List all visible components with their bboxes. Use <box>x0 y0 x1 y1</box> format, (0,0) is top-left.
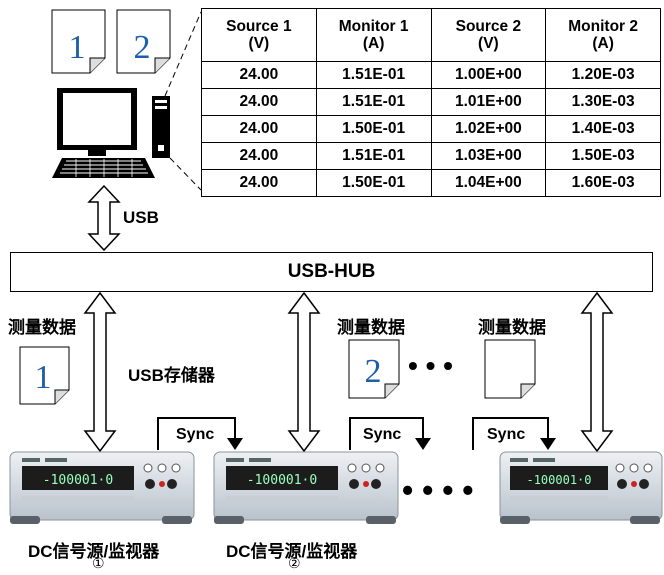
measurement-table: Source 1(V) Monitor 1(A) Source 2(V) Mon… <box>201 8 661 197</box>
svg-text:-100001·0: -100001·0 <box>43 473 113 488</box>
svg-text:-100001·0: -100001·0 <box>526 473 591 487</box>
table-cell: 1.01E+00 <box>430 88 547 116</box>
table-row: 24.00 1.50E-01 1.02E+00 1.40E-03 <box>201 115 661 143</box>
usb-storage-label: USB存储器 <box>128 366 215 385</box>
table-row: 24.00 1.50E-01 1.04E+00 1.60E-03 <box>201 169 661 197</box>
measurement-data-label-3: 测量数据 <box>478 318 546 337</box>
computer-icon <box>52 88 170 178</box>
table-cell: 1.50E-01 <box>315 115 432 143</box>
device-file-icon-2: 2 <box>348 339 400 399</box>
table-row: 24.00 1.51E-01 1.00E+00 1.20E-03 <box>201 61 661 89</box>
table-cell: 1.04E+00 <box>430 169 547 197</box>
file-number-1: 1 <box>69 29 86 66</box>
usb-arrow-device-3 <box>580 291 614 453</box>
table-cell: 1.50E-03 <box>545 142 661 170</box>
usb-arrow-device-2 <box>287 291 321 453</box>
table-cell: 1.60E-03 <box>545 169 661 197</box>
header-monitor-2: Monitor 2(A) <box>545 8 661 62</box>
table-cell: 24.00 <box>201 115 317 143</box>
sync-label-2: Sync <box>363 426 402 443</box>
header-monitor-1: Monitor 1(A) <box>315 8 432 62</box>
table-cell: 1.30E-03 <box>545 88 661 116</box>
device-file-icon-3 <box>484 339 536 399</box>
file-number-2: 2 <box>134 29 151 66</box>
svg-text:-100001·0: -100001·0 <box>247 473 317 488</box>
device-number-1: ① <box>92 556 105 572</box>
table-cell: 24.00 <box>201 61 317 89</box>
zoom-line-bottom <box>169 157 202 191</box>
measurement-data-label-2: 测量数据 <box>337 318 405 337</box>
measurement-data-label-1: 测量数据 <box>8 318 76 337</box>
table-cell: 1.03E+00 <box>430 142 547 170</box>
device-file-icon-1: 1 <box>19 346 70 405</box>
table-cell: 1.51E-01 <box>315 61 432 89</box>
dc-source-monitor-3: -100001·0 <box>499 451 663 524</box>
device-file-number-1: 1 <box>35 359 52 396</box>
file-icon-1: 1 <box>51 9 106 74</box>
usb-arrow-pc <box>87 184 121 252</box>
header-source-2: Source 2(V) <box>430 8 547 62</box>
table-header-row: Source 1(V) Monitor 1(A) Source 2(V) Mon… <box>201 8 661 62</box>
device-name-2: DC信号源/监视器 <box>226 542 358 561</box>
zoom-line-top <box>164 11 202 97</box>
table-cell: 1.40E-03 <box>545 115 661 143</box>
table-cell: 1.51E-01 <box>315 142 432 170</box>
table-cell: 1.50E-01 <box>315 169 432 197</box>
header-source-1: Source 1(V) <box>201 8 317 62</box>
ellipsis-dots-lower: • • • • <box>402 472 474 508</box>
table-cell: 24.00 <box>201 142 317 170</box>
device-name-1: DC信号源/监视器 <box>28 542 160 561</box>
sync-line-1 <box>157 417 243 450</box>
dc-source-monitor-1: -100001·0 <box>9 451 195 524</box>
table-cell: 1.00E+00 <box>430 61 547 89</box>
file-icon-2: 2 <box>116 9 171 74</box>
sync-line-2 <box>349 417 431 450</box>
device-file-number-2: 2 <box>365 353 382 390</box>
device-number-2: ② <box>288 556 301 572</box>
usb-hub: USB-HUB <box>10 252 653 292</box>
sync-line-3 <box>472 417 556 450</box>
table-cell: 1.02E+00 <box>430 115 547 143</box>
dc-source-monitor-2: -100001·0 <box>213 451 399 524</box>
table-row: 24.00 1.51E-01 1.01E+00 1.30E-03 <box>201 88 661 116</box>
ellipsis-dots-upper: • • • <box>408 350 453 381</box>
table-cell: 1.20E-03 <box>545 61 661 89</box>
sync-label-3: Sync <box>487 426 526 443</box>
usb-hub-label: USB-HUB <box>287 261 376 282</box>
usb-arrow-device-1 <box>83 291 117 453</box>
table-cell: 24.00 <box>201 169 317 197</box>
table-cell: 1.51E-01 <box>315 88 432 116</box>
usb-label: USB <box>123 208 159 227</box>
table-row: 24.00 1.51E-01 1.03E+00 1.50E-03 <box>201 142 661 170</box>
table-cell: 24.00 <box>201 88 317 116</box>
sync-label-1: Sync <box>176 426 215 443</box>
